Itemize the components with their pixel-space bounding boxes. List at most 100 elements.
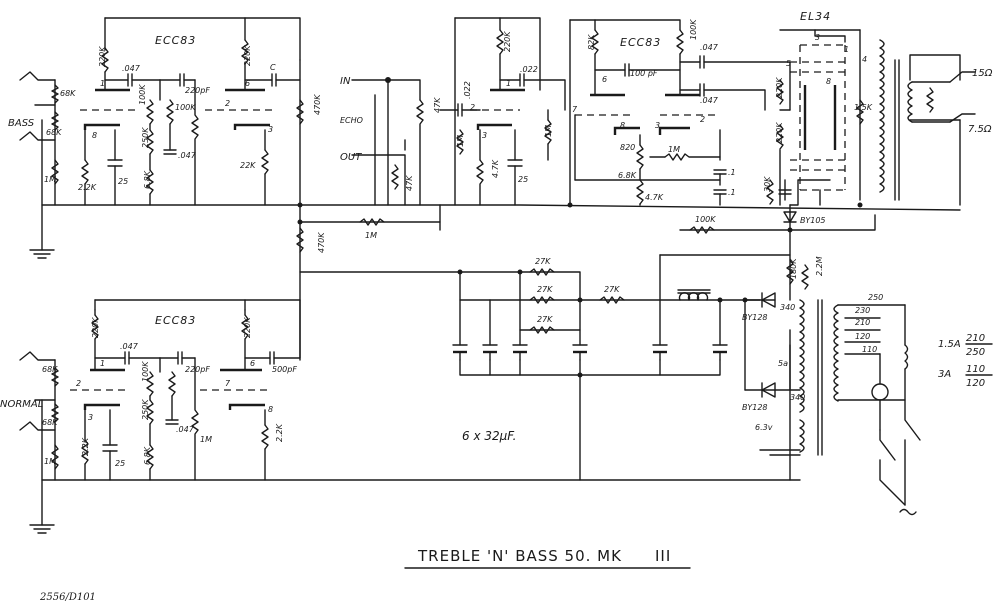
pin-driver-3: 3: [482, 131, 487, 140]
cap-upper-c: [244, 73, 301, 87]
label-by128-a: BY128: [742, 313, 768, 322]
pin-pi-6: 6: [602, 75, 607, 84]
pin-pi-8: 8: [620, 121, 625, 130]
label-lower-220k-a: 220K: [91, 317, 100, 338]
junction-dots: [297, 202, 863, 378]
label-upper-c: C: [270, 63, 276, 72]
label-pi-100pf: 100 pF: [630, 69, 658, 78]
echo-in-label: IN: [340, 76, 351, 87]
cap-upper-25: [107, 129, 123, 206]
cap-lower-500pf: [244, 299, 301, 365]
resistor-lower-68k-a: [51, 367, 59, 387]
resistor-lower-2-2k-cathode: [81, 409, 89, 481]
label-180k: 180K: [789, 258, 798, 279]
echo-label: ECHO: [340, 116, 363, 125]
resistor-mixer-470k: [296, 227, 304, 253]
lt-5a: 5a: [778, 359, 788, 368]
pin-driver-7: 7: [572, 105, 578, 114]
label-power-30k: 30K: [763, 176, 772, 192]
label-bias-100k: 100K: [695, 215, 716, 224]
label-upper-100k-b: 100K: [175, 103, 196, 112]
output-15-ohm: 15Ω: [972, 68, 993, 79]
resistor-lower-2-2k-b: [261, 409, 269, 481]
driver-stage: [439, 17, 566, 206]
label-lower-2-2k-b: 2.2K: [275, 423, 284, 442]
label-lower-220k-b: 220K: [243, 317, 252, 338]
label-upper-470k: 470K: [313, 94, 322, 115]
label-mixer-47k: 47K: [433, 97, 442, 113]
resistor-2-2m: [801, 264, 809, 290]
tube-v1-label: ECC83: [155, 34, 196, 47]
label-pi-1b: .1: [728, 188, 736, 197]
label-lower-1m-pot: 1M: [200, 435, 212, 444]
pin-power-5: 5: [786, 59, 791, 68]
resistor-upper-22k: [261, 129, 269, 206]
capacitor-bank-label: 6 x 32μF.: [462, 429, 516, 443]
resistor-upper-68k-a: [51, 84, 59, 104]
label-upper-2-2k: 2.2K: [78, 183, 97, 192]
volt-high-a: 210: [966, 333, 985, 344]
label-power-220k-b: 220K: [775, 122, 784, 143]
label-lower-2-2k: 2.2K: [81, 437, 90, 456]
tone-stack-lower: [146, 357, 199, 481]
cap-lower-220pf: [159, 351, 196, 365]
phase-inverter: [574, 19, 791, 206]
pin-power-3: 3: [815, 33, 820, 42]
label-upper-68k-a: 68K: [60, 89, 76, 98]
pin-v1-8: 8: [92, 131, 97, 140]
label-pi-6-8k: 6.8K: [618, 171, 637, 180]
tap-250: 250: [868, 293, 883, 302]
output-7-5-ohm: 7.5Ω: [968, 124, 992, 135]
pin-v1-1: 1: [100, 79, 105, 88]
pin-v1-2: 2: [225, 99, 230, 108]
label-upper-047-b: .047: [178, 151, 197, 160]
label-upper-047-a: .047: [122, 64, 141, 73]
resistor-mixer-1m: [359, 218, 385, 226]
label-pi-047-b: .047: [700, 96, 719, 105]
tone-stack-upper: [146, 79, 199, 206]
label-driver-220k: 220K: [503, 31, 512, 52]
bass-input-jacks: [19, 71, 56, 206]
resistor-lower-68k-b: [51, 403, 59, 423]
filter-caps: [452, 344, 728, 361]
label-upper-1m: 1M: [44, 175, 56, 184]
label-upper-250k: 250K: [141, 127, 150, 148]
volt-low-b: 120: [966, 378, 985, 389]
label-mixer-47k-b: 47K: [405, 175, 414, 191]
schematic-title-suffix: III: [655, 547, 671, 565]
tube-v2-grids: [70, 368, 270, 410]
diode-by128-a: [744, 292, 776, 391]
label-pi-4-7k: 4.7K: [645, 193, 664, 202]
tube-v2-label: ECC83: [155, 314, 196, 327]
label-supply-27k-a: 27K: [535, 257, 551, 266]
label-lower-047-a: .047: [120, 342, 139, 351]
tap-230: 230: [855, 306, 870, 315]
label-upper-100k-a: 100K: [138, 84, 147, 105]
label-pi-82k: 82K: [587, 34, 596, 50]
pin-v2-7: 7: [225, 379, 231, 388]
tap-110: 110: [862, 345, 877, 354]
pin-power-4: 4: [862, 55, 867, 64]
resistor-bias-100k: [689, 226, 715, 234]
resistor-upper-220k-b: [241, 39, 249, 91]
label-driver-1m: 1M: [456, 135, 465, 147]
drawing-code: 2556/D101: [39, 592, 96, 603]
pin-pi-3: 3: [655, 121, 660, 130]
label-power-1-5k: 1.5K: [854, 103, 873, 112]
label-lower-250k: 250K: [141, 399, 150, 420]
resistor-180k: [786, 259, 794, 285]
echo-jacks: [351, 77, 424, 206]
label-supply-27k-b: 27K: [537, 285, 553, 294]
pin-v2-1: 1: [100, 359, 105, 368]
label-lower-500pf: 500pF: [272, 365, 297, 374]
mains-transformer: [759, 299, 921, 516]
volt-high-b: 250: [966, 347, 985, 358]
pin-v2-8: 8: [268, 405, 273, 414]
cap-upper-220pf: [159, 73, 196, 87]
diode-by128-b: [744, 382, 801, 398]
echo-out-label: OUT: [340, 152, 362, 163]
resistor-power-1-5k: [856, 99, 864, 125]
label-lower-6-8k: 6.8K: [143, 446, 152, 465]
